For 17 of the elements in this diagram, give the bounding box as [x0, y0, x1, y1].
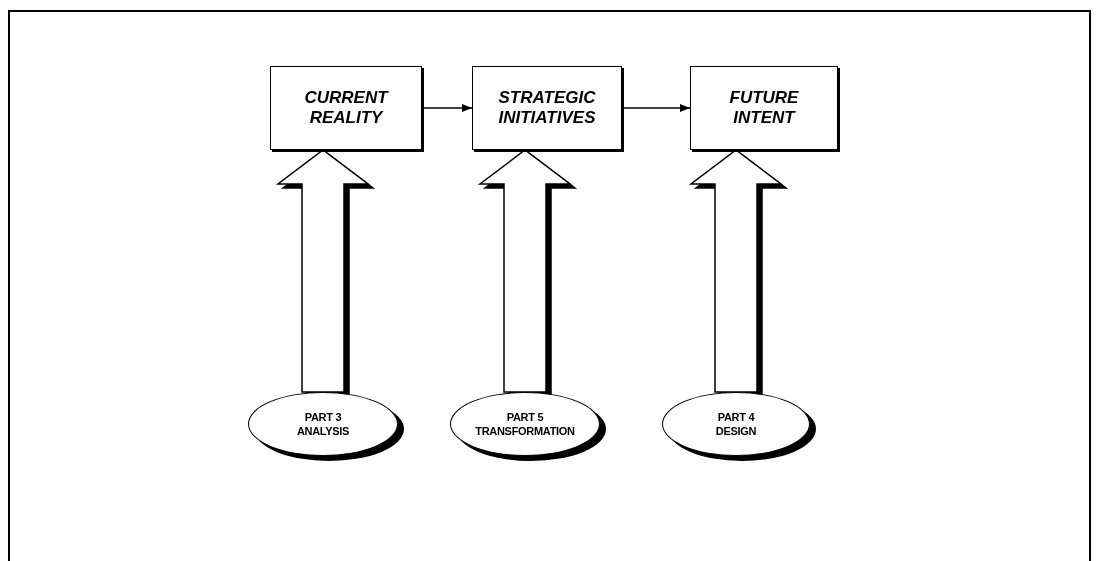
block-arrow — [688, 149, 784, 393]
node-label: ANALYSIS — [296, 424, 350, 439]
process-box — [270, 66, 422, 150]
node-label: TRANSFORMATION — [475, 424, 575, 439]
process-box — [690, 66, 838, 150]
process-box — [472, 66, 622, 150]
arrow — [421, 103, 473, 113]
node-label: DESIGN — [715, 424, 757, 439]
node-label: PART 3 — [304, 409, 342, 424]
node-label: CURRENT REALITY — [303, 87, 390, 129]
arrow — [621, 103, 691, 113]
node-label: FUTURE INTENT — [728, 87, 800, 129]
block-arrow — [275, 149, 371, 393]
node-label: PART 5 — [506, 409, 544, 424]
node-label: STRATEGIC INITIATIVES — [497, 87, 597, 129]
block-arrow — [477, 149, 573, 393]
node-label: PART 4 — [717, 409, 755, 424]
